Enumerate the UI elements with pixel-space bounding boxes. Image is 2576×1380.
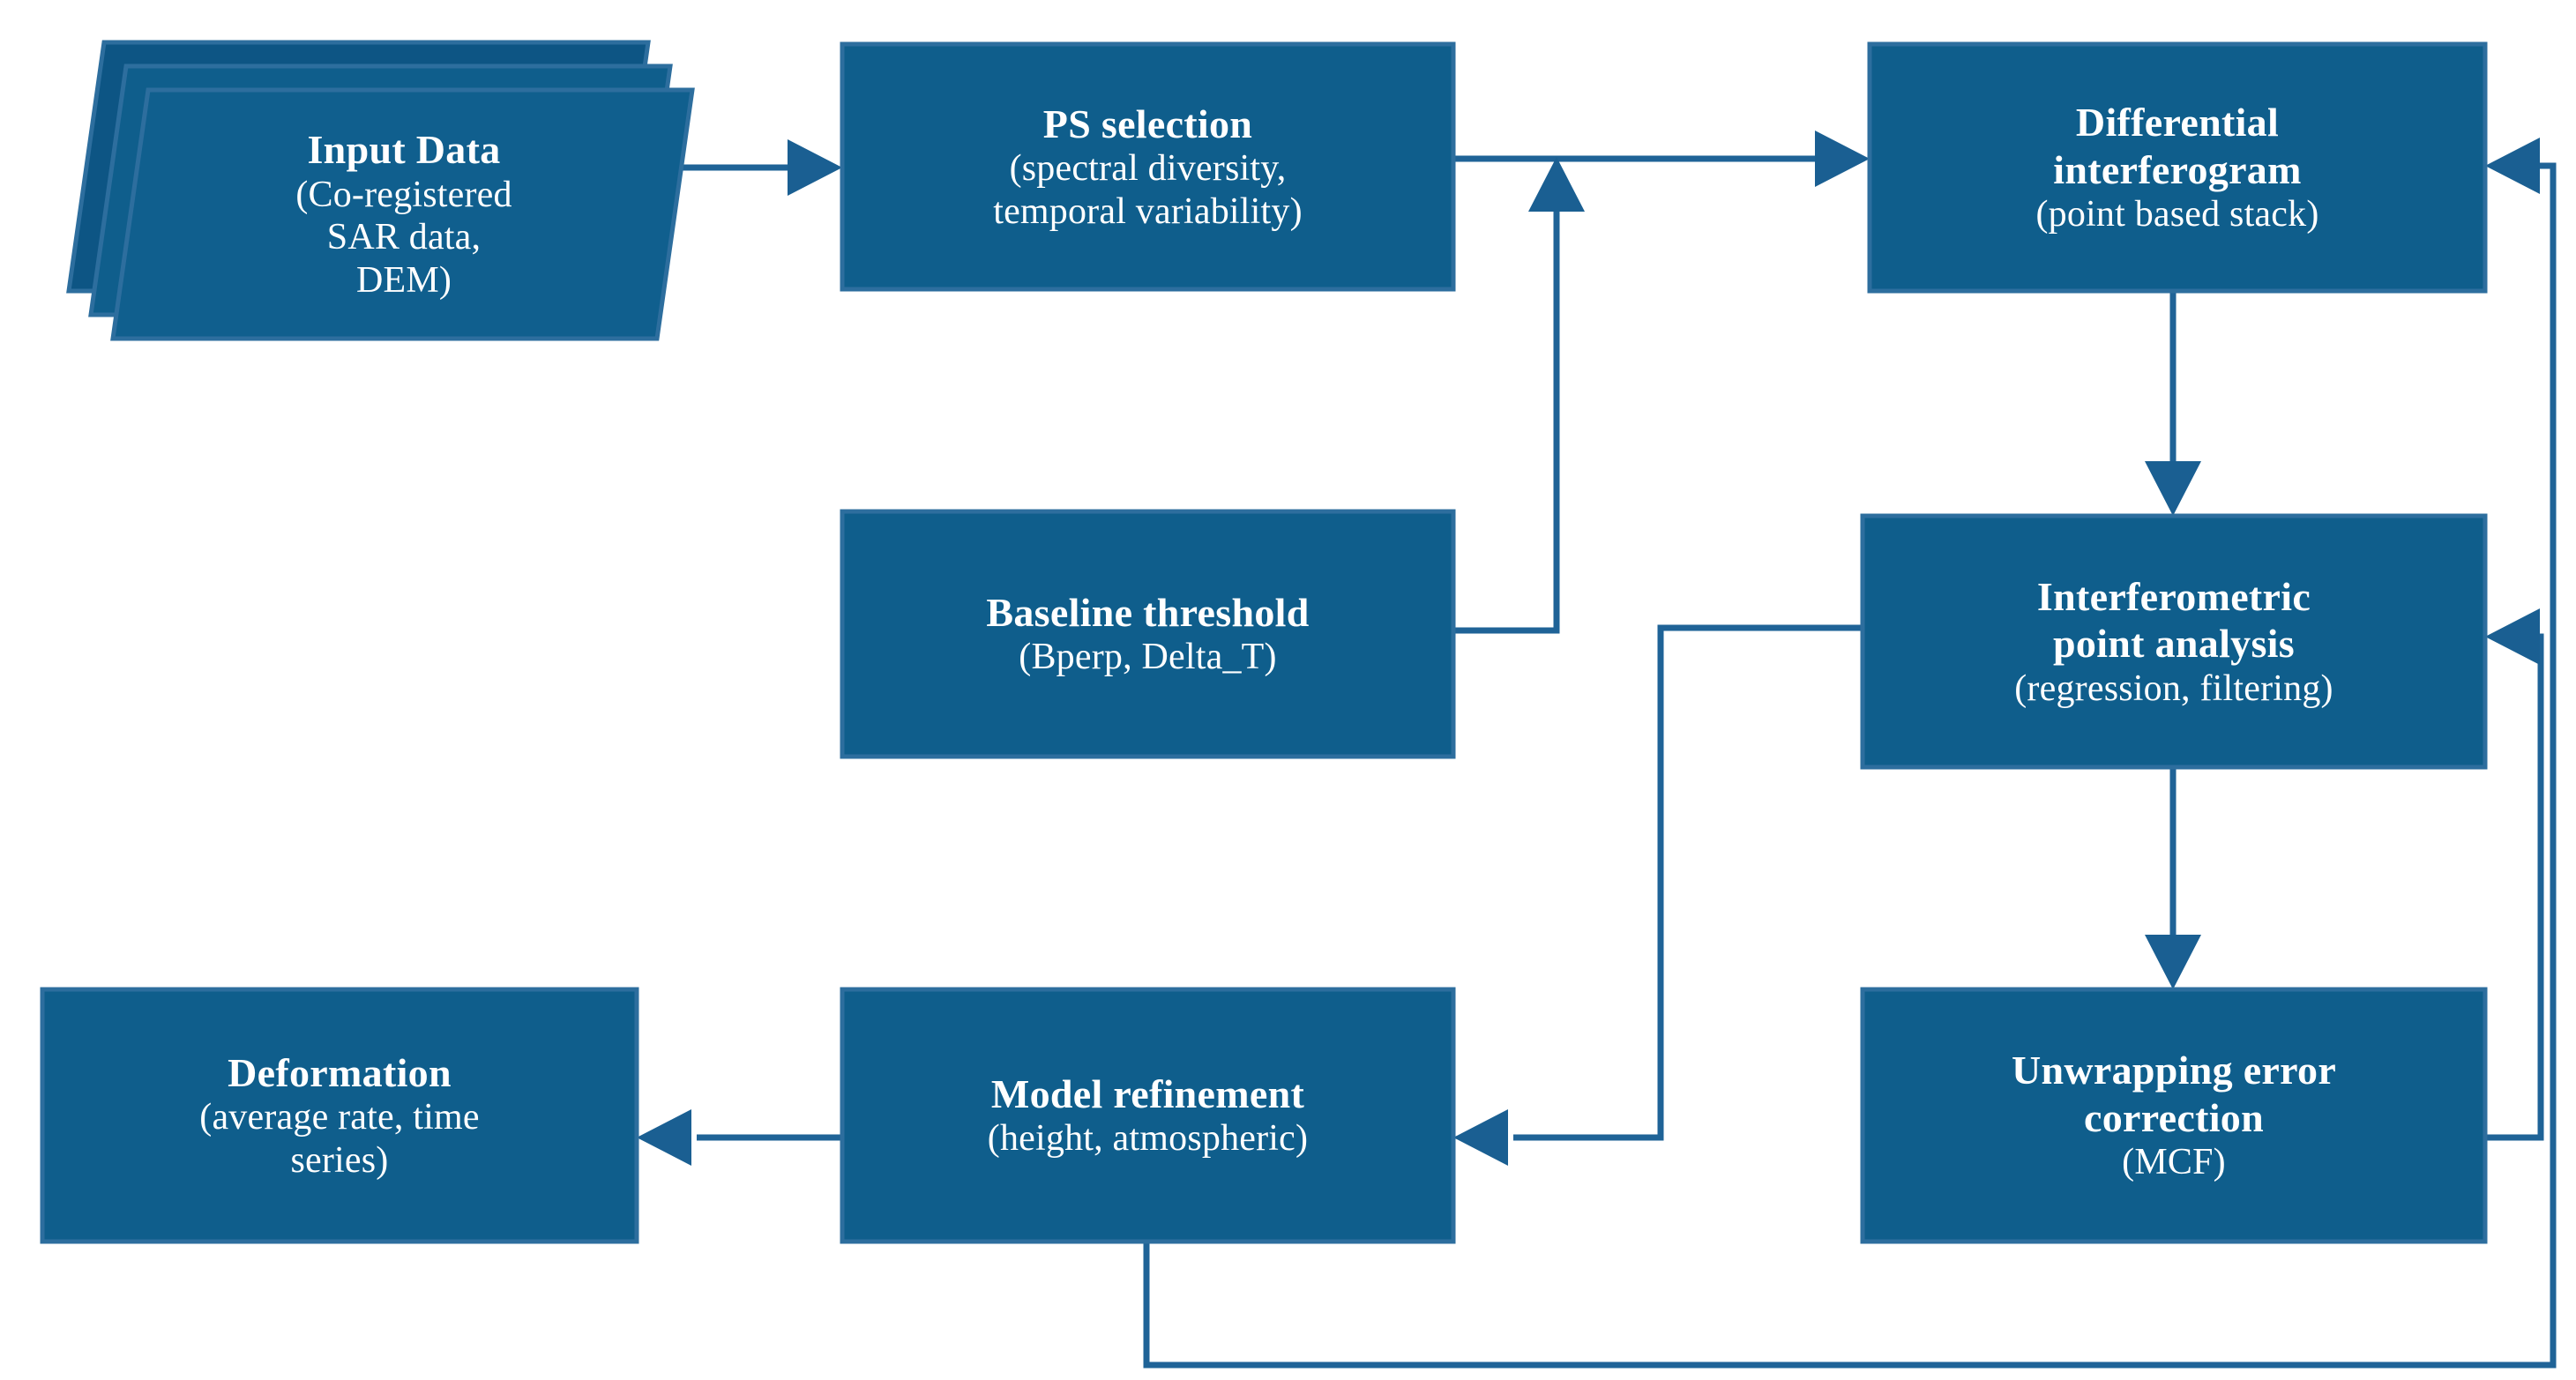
node-shape-ps-selection[interactable] <box>840 41 1456 292</box>
arrowhead-baseline-join-up <box>1528 157 1585 212</box>
arrowhead-ipa-in-top <box>2145 461 2201 516</box>
node-shape-model-refinement[interactable] <box>840 987 1456 1244</box>
node-shape-deformation[interactable] <box>40 987 639 1244</box>
node-shape-layer <box>40 40 2488 1244</box>
arrowhead-model-refinement-in-right <box>1453 1109 1508 1166</box>
connector-layer <box>637 131 2557 1369</box>
edge-baseline-to-main-line <box>1453 198 1560 634</box>
arrowhead-ps-selection-in <box>788 139 842 196</box>
node-shape-differential-interferogram[interactable] <box>1867 41 2488 294</box>
arrowhead-deformation-in-right <box>637 1109 691 1166</box>
node-shape-interferometric-point-analysis[interactable] <box>1860 513 2488 770</box>
arrowhead-unwrapping-in-top <box>2145 935 2201 989</box>
arrowhead-differential-in-left <box>1815 131 1870 187</box>
edge-ipa-to-model-refinement <box>1513 624 1863 1141</box>
edge-unwrapping-feedback-to-ipa <box>2485 633 2544 1141</box>
node-shape-baseline-threshold[interactable] <box>840 509 1456 759</box>
edge-model-refinement-feedback-to-differential <box>1143 162 2557 1369</box>
node-shape-unwrapping-error-correction[interactable] <box>1860 987 2488 1244</box>
node-shape-input-data[interactable] <box>66 40 695 341</box>
arrowhead-differential-in-right <box>2485 138 2540 194</box>
arrowhead-ipa-in-right <box>2485 608 2540 665</box>
input-data-stack-front <box>110 87 695 341</box>
